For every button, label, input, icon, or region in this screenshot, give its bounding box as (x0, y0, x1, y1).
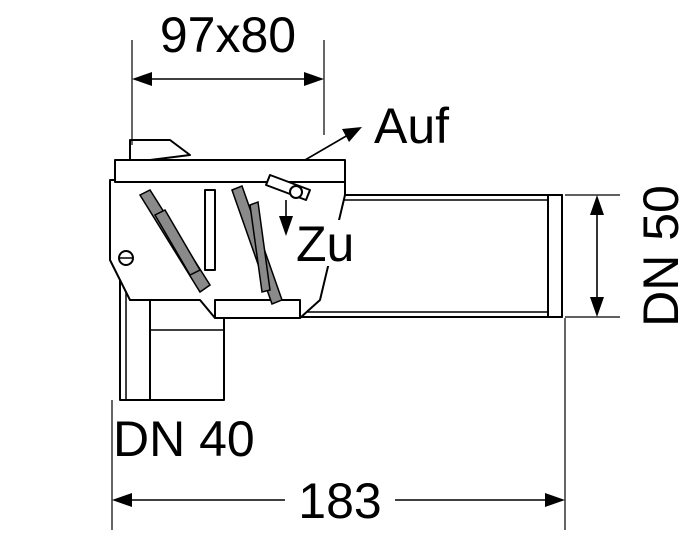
outlet-size-label: DN 50 (633, 185, 689, 327)
dimension-arrow-icon (132, 72, 152, 86)
flap-valve-right (204, 185, 283, 305)
lever-handle (265, 174, 311, 201)
open-indicator: Auf (304, 98, 449, 161)
dimension-outlet: DN 50 (565, 185, 689, 327)
dim-bottom-label: 183 (298, 473, 381, 529)
dimension-arrow-icon (590, 297, 604, 317)
dimension-arrow-icon (590, 195, 604, 215)
dimension-arrow-icon (304, 72, 324, 86)
close-arrow-icon (279, 216, 293, 236)
open-arrow-icon (342, 127, 362, 142)
dimension-bottom: 183 (111, 318, 566, 530)
label-open: Auf (374, 98, 449, 154)
inlet-size-label: DN 40 (113, 411, 255, 467)
close-indicator: Zu (279, 200, 354, 272)
dimension-arrow-icon (545, 493, 565, 507)
flap-valve-left (138, 189, 212, 294)
label-closed: Zu (296, 216, 354, 272)
dimension-top: 97x80 (131, 7, 325, 145)
dimension-arrow-icon (112, 493, 132, 507)
dim-top-label: 97x80 (160, 7, 296, 63)
